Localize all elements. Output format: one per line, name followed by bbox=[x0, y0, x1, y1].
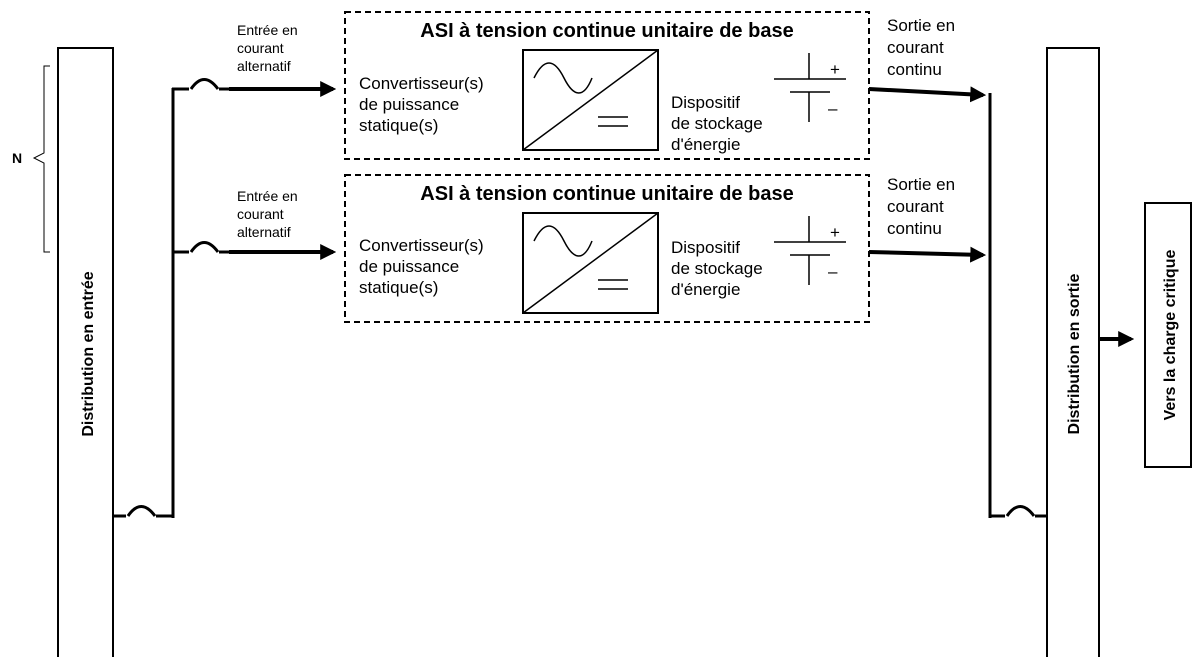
input-bus-switch bbox=[113, 505, 173, 518]
output-distribution-label: Distribution en sortie bbox=[1066, 273, 1083, 434]
module-2-dashed-border bbox=[344, 174, 870, 323]
module-1-output-arrow bbox=[868, 86, 987, 103]
module-1-storage-label: Dispositif de stockage d'énergie bbox=[671, 93, 767, 154]
module-2-output-arrow bbox=[868, 246, 987, 263]
input-distribution-label: Distribution en entrée bbox=[80, 271, 97, 436]
module-1-dashed-border bbox=[344, 11, 870, 160]
module-2-battery-icon: + – bbox=[774, 216, 846, 285]
ups-module-2: ASI à tension continue unitaire de base … bbox=[344, 174, 870, 323]
module-1-ac-input-label: Entrée en courant alternatif bbox=[237, 22, 302, 74]
output-bus-switch bbox=[989, 505, 1047, 518]
input-distribution-bar: Distribution en entrée bbox=[57, 47, 114, 657]
module-1-converter-icon bbox=[522, 49, 659, 151]
module-1-minus-sign: – bbox=[828, 99, 838, 118]
module-2-dc-output-label: Sortie en courant continu bbox=[887, 175, 960, 238]
module-1-converter-label: Convertisseur(s) de puissance statique(s… bbox=[359, 74, 488, 135]
output-distribution-bar: Distribution en sortie bbox=[1046, 47, 1100, 657]
module-1-battery-icon: + – bbox=[774, 53, 846, 122]
module-2-converter-label: Convertisseur(s) de puissance statique(s… bbox=[359, 236, 488, 297]
module-1-dc-output-label: Sortie en courant continu bbox=[887, 16, 960, 79]
module-2-ac-input-label: Entrée en courant alternatif bbox=[237, 188, 302, 240]
module-2-plus-sign: + bbox=[830, 223, 840, 242]
critical-load-label: Vers la charge critique bbox=[1162, 250, 1179, 421]
module-count-label: N bbox=[12, 150, 22, 166]
module-1-input-feed bbox=[172, 78, 337, 97]
ups-module-1: ASI à tension continue unitaire de base … bbox=[344, 11, 870, 160]
module-2-minus-sign: – bbox=[828, 262, 838, 281]
module-2-input-feed bbox=[172, 241, 337, 260]
module-2-title: ASI à tension continue unitaire de base bbox=[420, 183, 793, 205]
module-2-storage-label: Dispositif de stockage d'énergie bbox=[671, 238, 767, 299]
module-count-brace: N bbox=[12, 65, 50, 253]
module-2-converter-icon bbox=[522, 212, 659, 314]
critical-load-box: Vers la charge critique bbox=[1144, 202, 1192, 468]
module-1-plus-sign: + bbox=[830, 60, 840, 79]
module-1-title: ASI à tension continue unitaire de base bbox=[420, 20, 793, 42]
